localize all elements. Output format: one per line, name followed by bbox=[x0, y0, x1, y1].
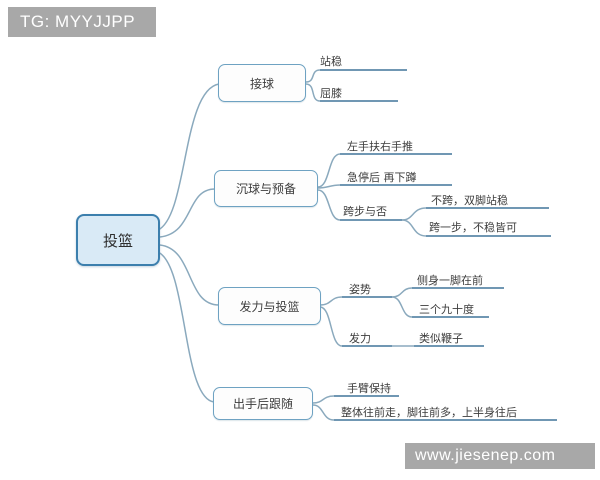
leaf-three-ninety-degrees[interactable]: 三个九十度 bbox=[419, 303, 474, 316]
leaf-arm-hold[interactable]: 手臂保持 bbox=[347, 382, 391, 395]
leaf-side-body-foot-front[interactable]: 侧身一脚在前 bbox=[417, 274, 483, 287]
branch-connectors bbox=[157, 69, 427, 421]
node-step-or-not[interactable]: 跨步与否 bbox=[343, 205, 387, 218]
leaf-left-hand-support-right-hand-push[interactable]: 左手扶右手推 bbox=[347, 140, 413, 153]
watermark-website: www.jiesenep.com bbox=[405, 443, 595, 469]
leaf-like-a-whip[interactable]: 类似鞭子 bbox=[419, 332, 463, 345]
watermark-telegram: TG: MYYJJPP bbox=[8, 7, 156, 37]
node-posture[interactable]: 姿势 bbox=[349, 283, 371, 296]
branch-power-and-shoot[interactable]: 发力与投篮 bbox=[218, 287, 321, 325]
branch-dip-and-prepare[interactable]: 沉球与预备 bbox=[214, 170, 318, 207]
leaf-stop-then-squat[interactable]: 急停后 再下蹲 bbox=[347, 171, 417, 184]
leaf-stand-firm[interactable]: 站稳 bbox=[320, 55, 342, 68]
leaf-body-forward-upper-back[interactable]: 整体往前走，脚往前多，上半身往后 bbox=[341, 406, 517, 419]
root-topic-shoot[interactable]: 投篮 bbox=[76, 214, 160, 266]
leaf-bend-knees[interactable]: 屈膝 bbox=[320, 87, 342, 100]
branch-follow-through[interactable]: 出手后跟随 bbox=[213, 387, 313, 420]
branch-catch-ball[interactable]: 接球 bbox=[218, 64, 306, 102]
topic-underlines bbox=[320, 69, 557, 421]
node-power[interactable]: 发力 bbox=[349, 332, 371, 345]
leaf-one-step-ok[interactable]: 跨一步，不稳皆可 bbox=[429, 221, 517, 234]
leaf-no-step-stand-firm[interactable]: 不跨，双脚站稳 bbox=[431, 194, 508, 207]
